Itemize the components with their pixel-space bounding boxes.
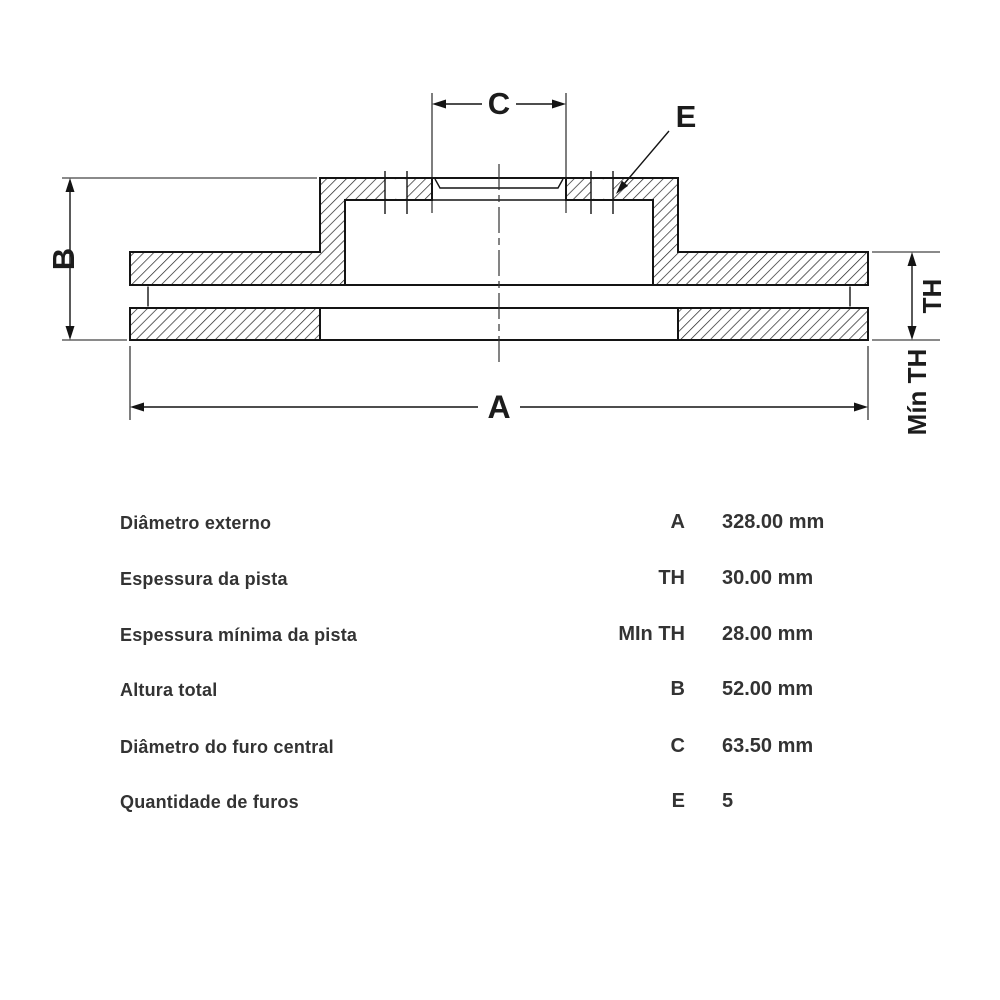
- dim-label-b: B: [46, 248, 81, 270]
- spec-row-quantidade-furos: Quantidade de furos E 5: [0, 790, 1000, 824]
- spec-code: A: [670, 511, 685, 533]
- brake-disc-cross-section: C E B TH Mín TH: [46, 86, 947, 436]
- dimension-th: TH: [872, 251, 947, 341]
- spec-code: B: [670, 678, 685, 700]
- bolt-holes: [384, 171, 614, 214]
- dimension-e: E: [616, 99, 696, 194]
- spec-value: 328.00 mm: [722, 511, 825, 533]
- spec-code: MIn TH: [618, 623, 685, 645]
- label-min-th: Mín TH: [902, 349, 932, 436]
- spec-value: 63.50 mm: [722, 735, 814, 757]
- spec-value: 30.00 mm: [722, 567, 814, 589]
- spec-row-espessura-pista: Espessura da pista TH 30.00 mm: [0, 567, 1000, 601]
- spec-label: Diâmetro externo: [120, 513, 272, 533]
- spec-table: Diâmetro externo A 328.00 mm Espessura d…: [0, 460, 1000, 1000]
- spec-value: 28.00 mm: [722, 623, 814, 645]
- dim-label-min-th: Mín TH: [902, 349, 932, 436]
- dimension-b: B: [46, 177, 317, 341]
- spec-row-furo-central: Diâmetro do furo central C 63.50 mm: [0, 735, 1000, 769]
- spec-label: Espessura mínima da pista: [120, 625, 358, 645]
- bolt-hole-right-cutout: [591, 179, 613, 199]
- spec-label: Diâmetro do furo central: [120, 737, 334, 757]
- spec-label: Altura total: [120, 680, 218, 700]
- dim-label-a: A: [487, 389, 510, 425]
- spec-row-espessura-minima: Espessura mínima da pista MIn TH 28.00 m…: [0, 623, 1000, 657]
- dimension-c: C: [431, 86, 567, 213]
- hat-right-section: [565, 177, 869, 286]
- lower-band-left: [129, 307, 321, 341]
- lower-band-right: [677, 307, 869, 341]
- spec-label: Quantidade de furos: [120, 792, 299, 812]
- spec-row-diametro-externo: Diâmetro externo A 328.00 mm: [0, 511, 1000, 545]
- spec-value: 52.00 mm: [722, 678, 814, 700]
- dim-label-c: C: [488, 86, 510, 121]
- dimension-a: A: [129, 346, 869, 425]
- dim-label-th: TH: [917, 279, 947, 314]
- spec-code: TH: [658, 567, 685, 589]
- spec-code: C: [670, 735, 685, 757]
- bolt-hole-left-cutout: [385, 179, 407, 199]
- spec-code: E: [671, 790, 685, 812]
- dim-label-e: E: [676, 99, 697, 134]
- spec-label: Espessura da pista: [120, 569, 288, 589]
- spec-row-altura-total: Altura total B 52.00 mm: [0, 678, 1000, 712]
- spec-value: 5: [722, 790, 734, 812]
